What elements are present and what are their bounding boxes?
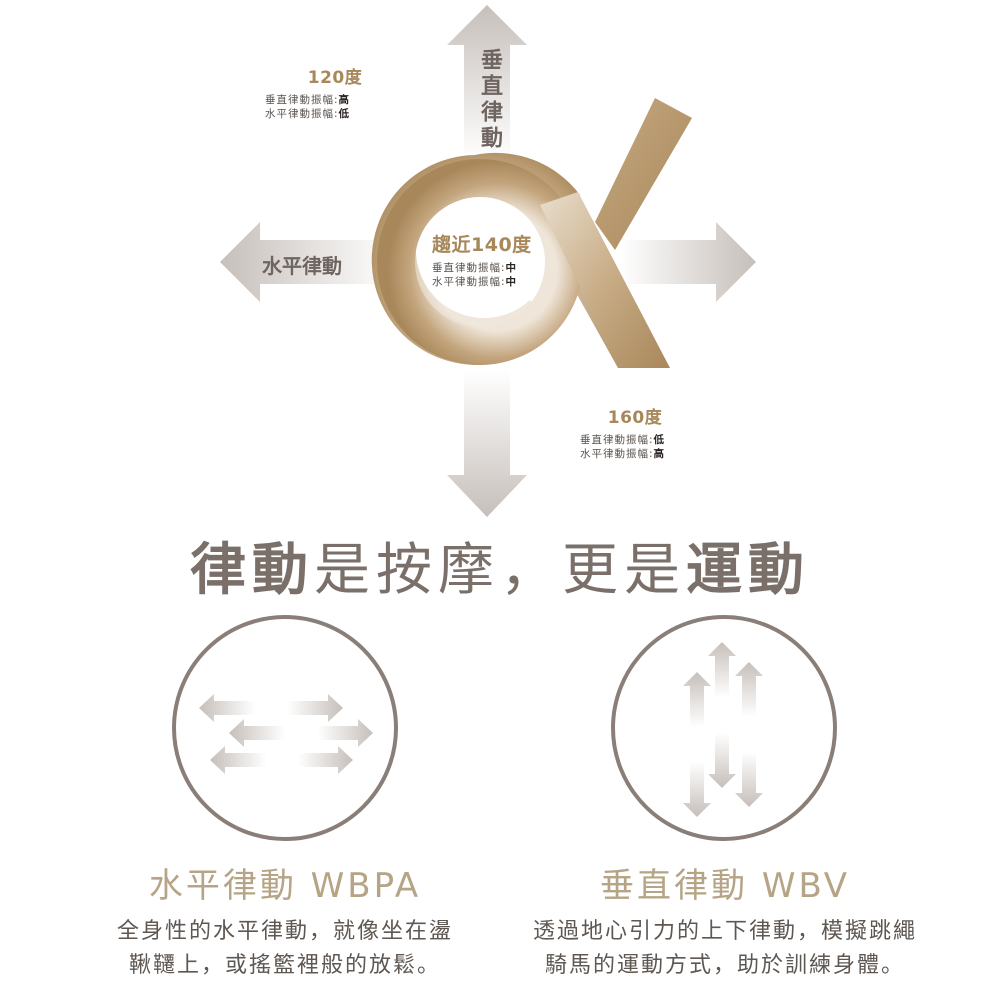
vertical-amplitude: 垂直律動振幅:中: [432, 261, 562, 275]
mode-desc-line1: 透過地心引力的上下律動，模擬跳繩: [532, 919, 917, 944]
spec-value: 中: [505, 262, 518, 274]
right-arrow-icon: [620, 222, 756, 302]
angle-120-block: 120度 垂直律動振幅:高 水平律動振幅:低: [265, 63, 395, 121]
horizontal-arrows-icon: [199, 694, 373, 774]
down-arrow-icon: [447, 370, 527, 517]
angle-title: 趨近140度: [432, 234, 532, 256]
spec-label: 水平律動振幅:: [265, 108, 339, 120]
horizontal-amplitude: 水平律動振幅:中: [432, 275, 562, 289]
spec-value: 中: [505, 276, 518, 288]
spec-value: 高: [338, 94, 351, 106]
horizontal-amplitude: 水平律動振幅:低: [265, 107, 395, 121]
spec-value: 高: [653, 448, 666, 460]
headline: 律動是按摩，更是運動: [190, 525, 810, 606]
spec-label: 水平律動振幅:: [432, 276, 506, 288]
angle-title: 120度: [307, 68, 363, 88]
spec-value: 低: [338, 108, 351, 120]
angle-140-block: 趨近140度 垂直律動振幅:中 水平律動振幅:中: [432, 230, 562, 289]
spec-label: 垂直律動振幅:: [580, 434, 654, 446]
vertical-amplitude: 垂直律動振幅:低: [580, 433, 710, 447]
mode-title: 垂直律動 WBV: [600, 866, 850, 906]
vertical-arrows-icon: [683, 642, 763, 817]
mode-title: 水平律動 WBPA: [148, 866, 422, 906]
spec-value: 低: [653, 434, 666, 446]
vertical-amplitude: 垂直律動振幅:高: [265, 93, 395, 107]
left-arrow-icon: [220, 222, 395, 302]
headline-bold-exercise: 運動: [686, 538, 810, 603]
vertical-mode-section: 垂直律動 WBV 透過地心引力的上下律動，模擬跳繩 騎馬的運動方式，助於訓練身體…: [495, 858, 955, 983]
mode-desc-line2: 鞦韆上，或搖籃裡般的放鬆。: [128, 953, 441, 978]
headline-bold-rhythm: 律動: [190, 538, 314, 603]
headline-middle: 是按摩，更是: [314, 538, 686, 603]
horizontal-amplitude: 水平律動振幅:高: [580, 447, 710, 461]
mode-desc-line1: 全身性的水平律動，就像坐在盪: [116, 919, 453, 944]
spec-label: 垂直律動振幅:: [265, 94, 339, 106]
spec-label: 水平律動振幅:: [580, 448, 654, 460]
vertical-mode-circle: [611, 615, 837, 841]
horizontal-arrow-label: 水平律動: [262, 254, 342, 278]
spec-label: 垂直律動振幅:: [432, 262, 506, 274]
angle-title: 160度: [607, 408, 663, 428]
up-arrow-icon: [447, 5, 527, 160]
horizontal-mode-section: 水平律動 WBPA 全身性的水平律動，就像坐在盪 鞦韆上，或搖籃裡般的放鬆。: [80, 858, 490, 983]
angle-160-block: 160度 垂直律動振幅:低 水平律動振幅:高: [580, 403, 710, 461]
mode-desc-line2: 騎馬的運動方式，助於訓練身體。: [544, 953, 905, 978]
vertical-arrow-label: 垂直律動: [477, 48, 502, 152]
